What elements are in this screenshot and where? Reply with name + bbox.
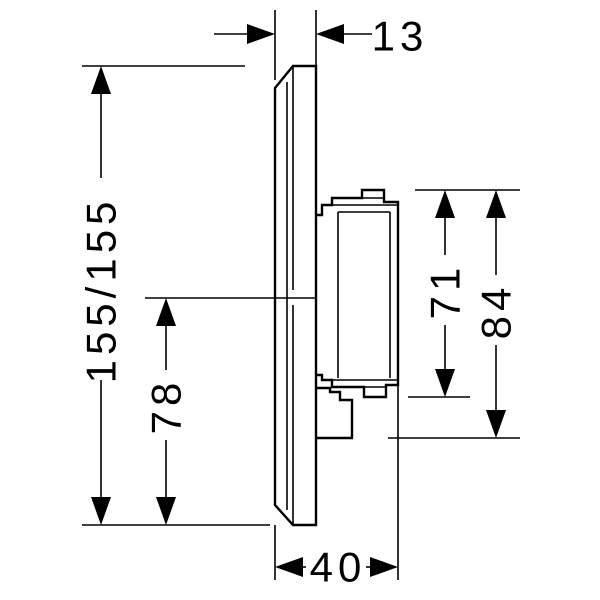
thermostat-module bbox=[316, 188, 400, 399]
dim-height-body: 84 bbox=[473, 190, 520, 438]
valve-body bbox=[316, 386, 354, 440]
dim-label-78: 78 bbox=[143, 378, 190, 435]
cover-plate bbox=[273, 64, 318, 527]
extension-lines bbox=[82, 10, 520, 580]
arrowhead-bottom bbox=[486, 410, 506, 438]
arrowhead-left bbox=[275, 557, 303, 577]
arrowhead-top bbox=[156, 298, 176, 326]
dim-label-155: 155/155 bbox=[78, 197, 125, 384]
arrowhead-top bbox=[91, 66, 111, 94]
arrowhead-bottom bbox=[91, 497, 111, 525]
arrowhead-top bbox=[435, 190, 455, 218]
dim-label-84: 84 bbox=[473, 283, 520, 340]
dim-depth-total: 40 bbox=[275, 544, 398, 591]
dim-height-lower: 78 bbox=[143, 298, 190, 525]
arrowhead-top bbox=[486, 190, 506, 218]
dim-depth-plate: 13 bbox=[214, 13, 429, 60]
arrowhead-right bbox=[316, 24, 344, 44]
dim-label-40: 40 bbox=[310, 544, 367, 591]
arrowhead-right bbox=[370, 557, 398, 577]
arrowhead-left bbox=[247, 24, 275, 44]
dim-height-module: 71 bbox=[422, 190, 469, 397]
dim-height-total: 155/155 bbox=[78, 66, 125, 525]
arrowhead-bottom bbox=[435, 369, 455, 397]
dim-label-13: 13 bbox=[372, 13, 429, 60]
dim-label-71: 71 bbox=[422, 263, 469, 320]
arrowhead-bottom bbox=[156, 497, 176, 525]
